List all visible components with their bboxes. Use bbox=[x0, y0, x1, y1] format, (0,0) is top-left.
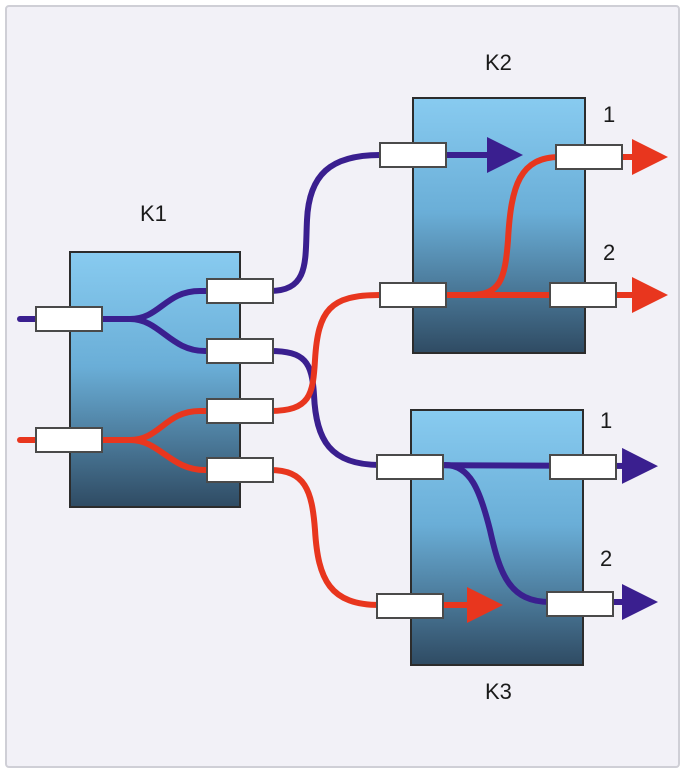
port-k3-out-1 bbox=[549, 454, 617, 480]
port-k3-out-2 bbox=[546, 591, 614, 617]
blue-k1-to-k2-path bbox=[267, 137, 523, 294]
label-k3-output-2: 2 bbox=[600, 546, 612, 571]
red-k1-to-k3-path bbox=[267, 467, 503, 623]
label-k3-output-1: 1 bbox=[600, 408, 612, 433]
block-k2 bbox=[412, 97, 586, 354]
port-k1-in-top bbox=[35, 306, 103, 332]
blue-k1-branch-lower bbox=[127, 316, 273, 354]
port-k2-out-1 bbox=[555, 144, 623, 170]
red-k1-branch-lower bbox=[127, 437, 273, 473]
label-k1: K1 bbox=[140, 201, 167, 226]
port-k1-out-4 bbox=[206, 457, 274, 483]
port-k1-in-bottom bbox=[35, 427, 103, 453]
label-k2-output-1: 1 bbox=[603, 102, 615, 127]
port-k3-in-bottom bbox=[376, 593, 444, 619]
red-k2-to-out1-path bbox=[467, 139, 668, 298]
port-k2-in-bottom bbox=[379, 282, 447, 308]
port-k1-out-2 bbox=[206, 338, 274, 364]
blue-k1-to-k3-out1-path bbox=[267, 348, 658, 484]
label-k2: K2 bbox=[485, 50, 512, 75]
label-k2-output-2: 2 bbox=[603, 240, 615, 265]
label-k3: K3 bbox=[485, 679, 512, 704]
port-k2-in-top bbox=[379, 142, 447, 168]
port-k2-out-2 bbox=[549, 282, 617, 308]
ports bbox=[35, 142, 623, 619]
block-k3 bbox=[410, 409, 584, 666]
port-k1-out-3 bbox=[206, 398, 274, 424]
blue-k3-to-out2-path bbox=[442, 462, 658, 620]
red-k1-to-k2-out2-path bbox=[267, 277, 668, 414]
port-k3-in-top bbox=[376, 454, 444, 480]
port-k1-out-1 bbox=[206, 278, 274, 304]
